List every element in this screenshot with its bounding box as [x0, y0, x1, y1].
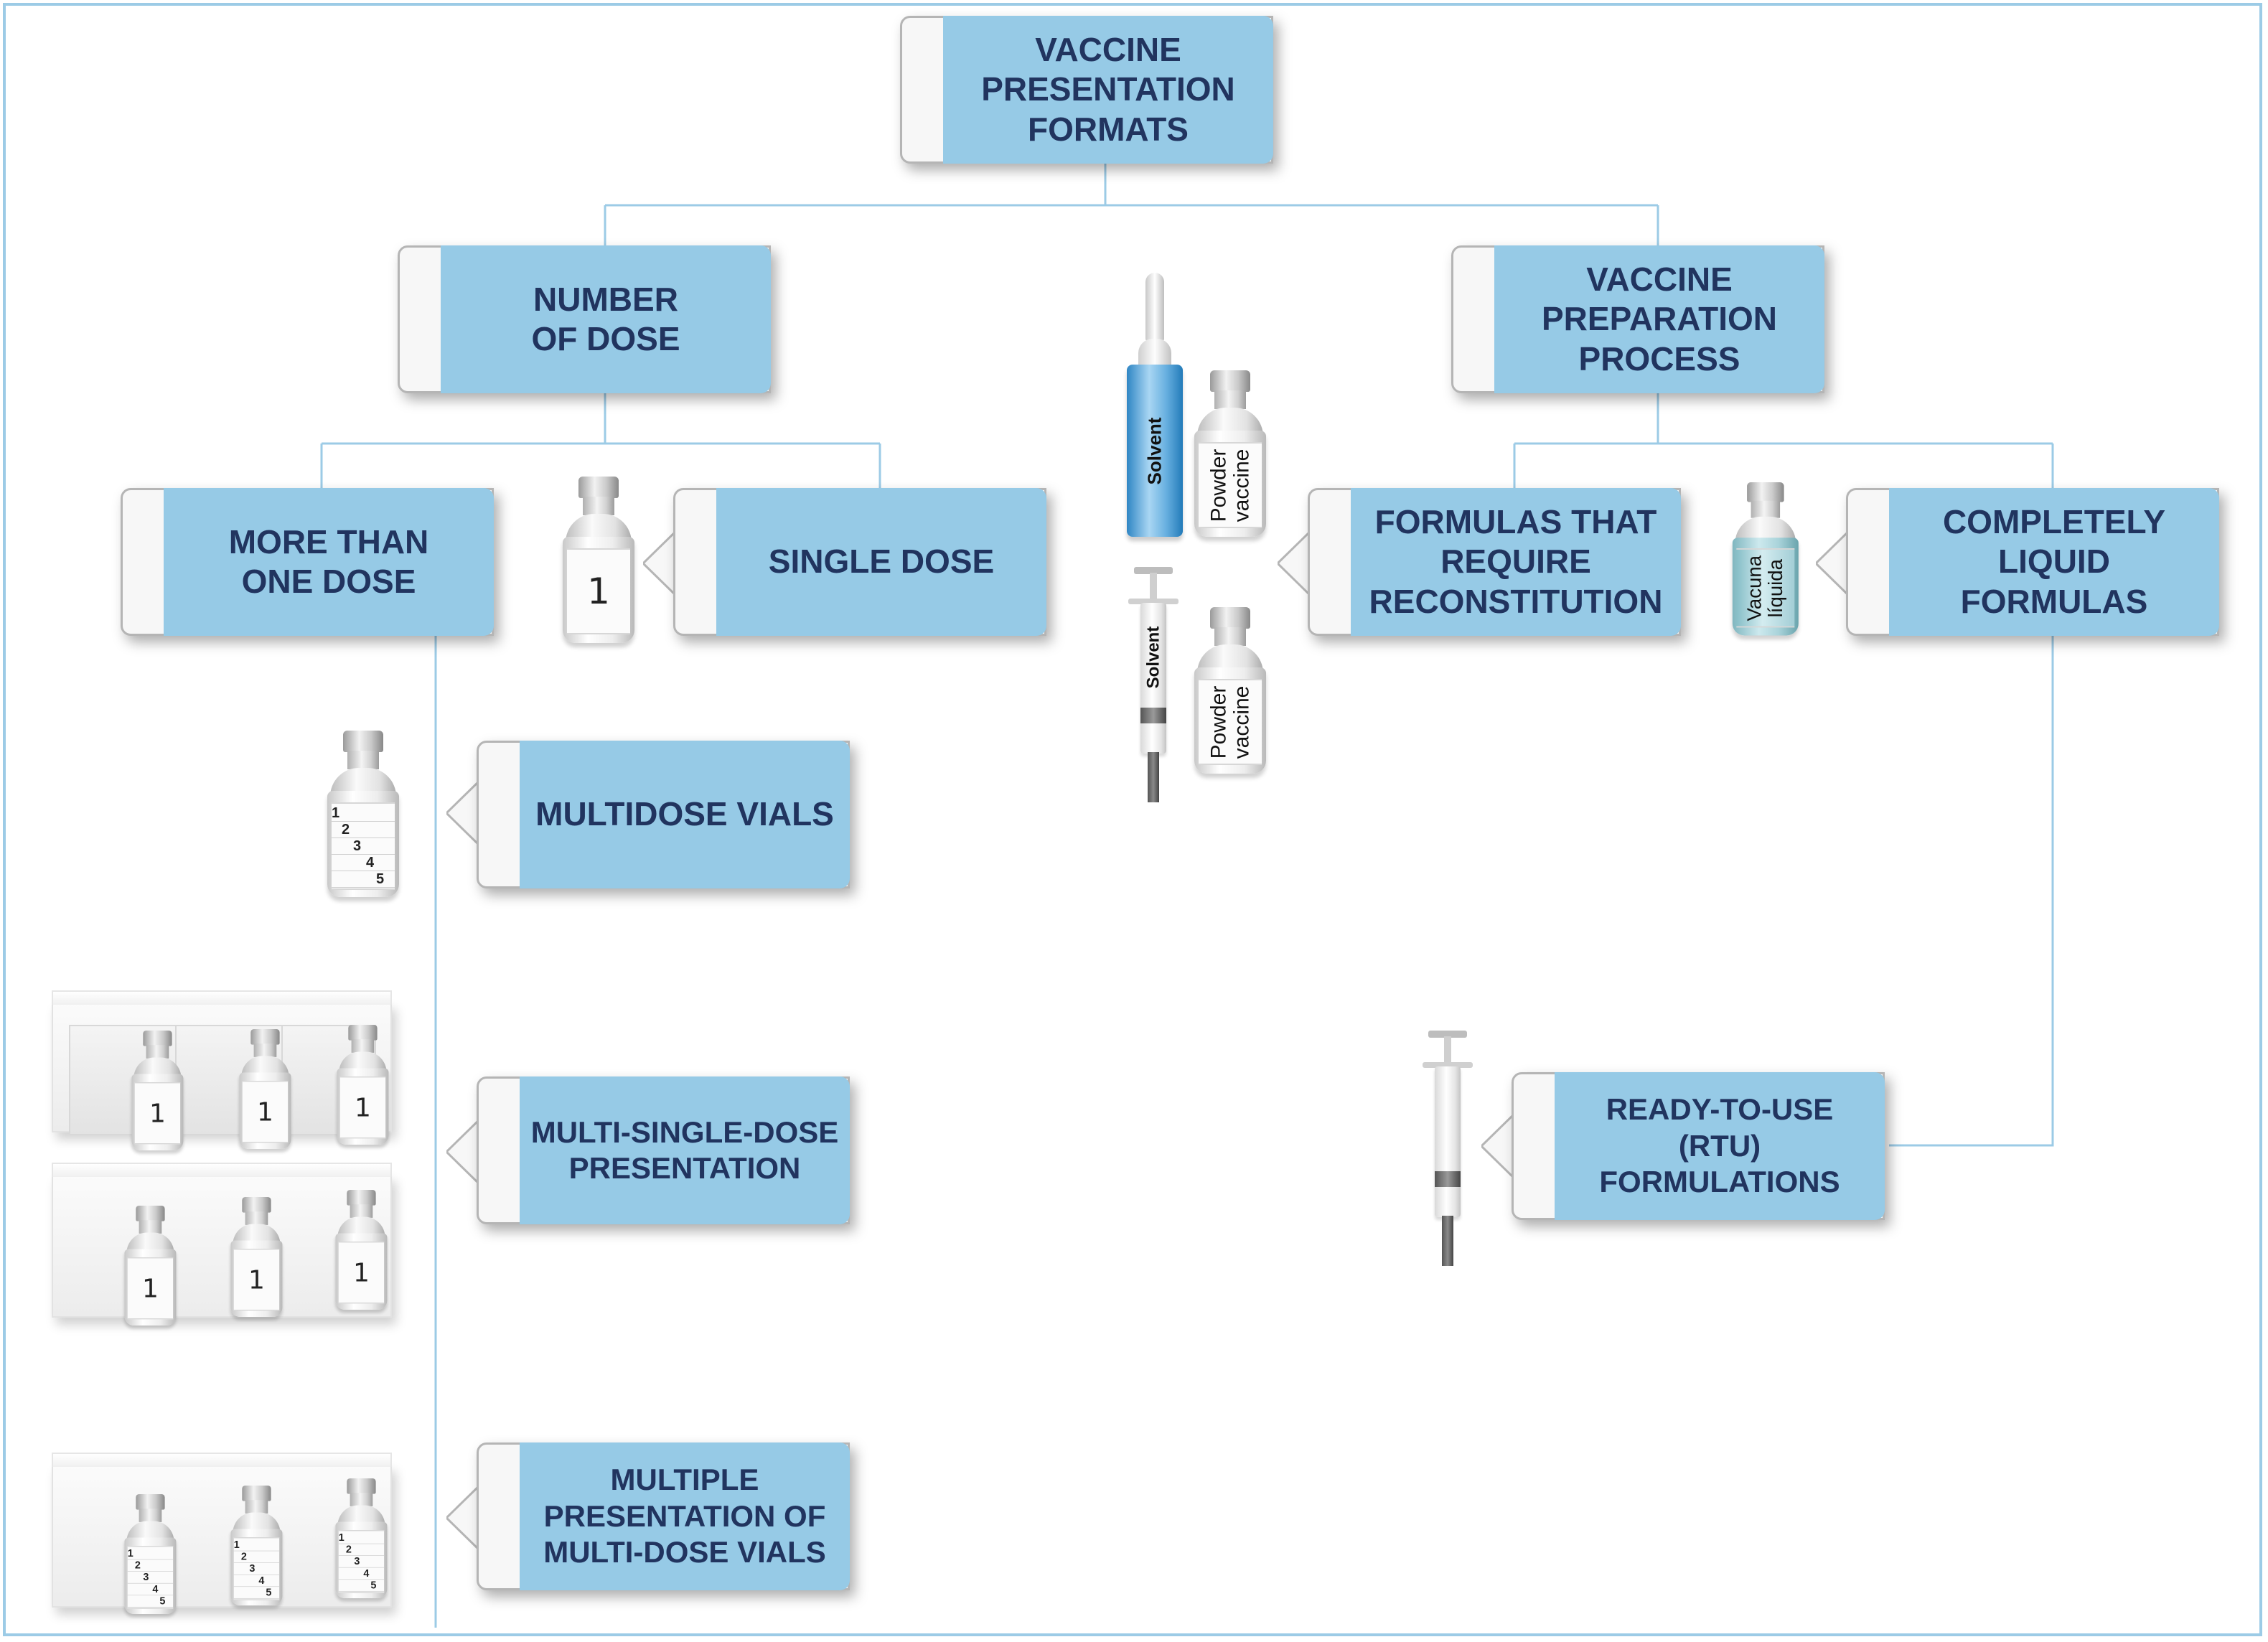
- powder-vaccine-label-1: Powder vaccine: [1206, 449, 1254, 522]
- carton3-c-dose-3: 3: [338, 1556, 385, 1568]
- dose-number-4: 4: [332, 855, 395, 871]
- multiple-multidose-box: MULTIPLE PRESENTATION OF MULTI-DOSE VIAL…: [477, 1442, 850, 1590]
- rtu-box: READY-TO-USE (RTU) FORMULATIONS: [1512, 1072, 1885, 1220]
- carton2-vial-3-number: 1: [338, 1242, 385, 1304]
- dose-number-3: 3: [332, 838, 395, 855]
- root-box: VACCINE PRESENTATION FORMATS: [900, 16, 1273, 164]
- carton3-c-dose-4: 4: [338, 1568, 385, 1580]
- completely-liquid-box: COMPLETELY LIQUID FORMULAS: [1846, 488, 2219, 636]
- multidose-vials-label: MULTIDOSE VIALS: [520, 741, 850, 888]
- reconstitution-box: FORMULAS THAT REQUIRE RECONSTITUTION: [1308, 488, 1681, 636]
- syringe-solvent-label: Solvent: [1143, 626, 1163, 689]
- carton3-b-dose-2: 2: [233, 1551, 280, 1563]
- rtu-label: READY-TO-USE (RTU) FORMULATIONS: [1555, 1072, 1885, 1220]
- single-dose-vial-number: 1: [567, 548, 630, 634]
- root-label: VACCINE PRESENTATION FORMATS: [943, 16, 1273, 164]
- number-of-dose-box: NUMBER OF DOSE: [398, 245, 771, 393]
- preparation-process-label: VACCINE PREPARATION PROCESS: [1494, 245, 1824, 393]
- liquid-vaccine-label: Vacuna líquida: [1743, 555, 1787, 621]
- carton3-b-dose-3: 3: [233, 1563, 280, 1575]
- single-dose-pointer: [643, 531, 676, 596]
- reconstitution-label: FORMULAS THAT REQUIRE RECONSTITUTION: [1351, 488, 1681, 636]
- carton3-a-dose-4: 4: [127, 1584, 174, 1596]
- carton1-vial-3-number: 1: [339, 1076, 386, 1139]
- multi-single-dose-pointer: [446, 1120, 479, 1184]
- multiple-multidose-label: MULTIPLE PRESENTATION OF MULTI-DOSE VIAL…: [520, 1442, 850, 1590]
- powder-vaccine-label-2: Powder vaccine: [1206, 685, 1254, 759]
- carton2-vial-2-number: 1: [233, 1249, 280, 1311]
- multi-single-dose-carton-1-icon: 1 1 1: [52, 990, 392, 1151]
- multi-single-dose-box: MULTI-SINGLE-DOSE PRESENTATION: [477, 1076, 850, 1224]
- rtu-syringe-icon: [1423, 1031, 1473, 1267]
- reconstitution-pointer: [1278, 531, 1311, 596]
- powder-vaccine-vial-icon: Powder vaccine: [1193, 370, 1267, 537]
- carton3-b-dose-5: 5: [233, 1587, 280, 1599]
- connector-liquid-rtu: [1889, 635, 2054, 1147]
- rtu-pointer: [1481, 1114, 1514, 1178]
- multi-single-dose-carton-2-icon: 1 1 1: [52, 1163, 392, 1326]
- dose-number-2: 2: [332, 822, 395, 838]
- more-than-one-dose-label: MORE THAN ONE DOSE: [164, 488, 494, 636]
- solvent-ampoule-icon: Solvent: [1124, 273, 1186, 538]
- carton3-a-dose-5: 5: [127, 1595, 174, 1608]
- multidose-vial-icon: 1 2 3 4 5: [326, 731, 400, 897]
- carton3-c-dose-2: 2: [338, 1544, 385, 1556]
- carton3-c-dose-5: 5: [338, 1580, 385, 1592]
- more-than-one-dose-box: MORE THAN ONE DOSE: [121, 488, 494, 636]
- carton3-a-dose-3: 3: [127, 1572, 174, 1584]
- preparation-process-box: VACCINE PREPARATION PROCESS: [1451, 245, 1824, 393]
- carton3-b-dose-1: 1: [233, 1539, 280, 1552]
- single-dose-vial-icon: 1: [561, 477, 636, 643]
- connector-root: [604, 164, 1659, 245]
- ampoule-solvent-label: Solvent: [1143, 417, 1166, 484]
- carton3-c-dose-1: 1: [338, 1532, 385, 1544]
- multiple-multidose-pointer: [446, 1486, 479, 1550]
- multi-single-dose-label: MULTI-SINGLE-DOSE PRESENTATION: [520, 1076, 850, 1224]
- carton3-a-dose-2: 2: [127, 1559, 174, 1572]
- dose-number-5: 5: [332, 871, 395, 888]
- powder-vaccine-vial-2-icon: Powder vaccine: [1193, 607, 1267, 774]
- carton3-a-dose-1: 1: [127, 1548, 174, 1560]
- carton1-vial-1-number: 1: [134, 1082, 181, 1145]
- completely-liquid-label: COMPLETELY LIQUID FORMULAS: [1889, 488, 2219, 636]
- connector-number-of-dose: [320, 393, 881, 488]
- liquid-vaccine-vial-icon: Vacuna líquida: [1731, 482, 1800, 636]
- liquid-pointer: [1816, 531, 1849, 596]
- carton3-b-dose-4: 4: [233, 1575, 280, 1587]
- single-dose-box: SINGLE DOSE: [673, 488, 1046, 636]
- number-of-dose-label: NUMBER OF DOSE: [441, 245, 771, 393]
- solvent-syringe-icon: Solvent: [1128, 567, 1178, 804]
- connector-preparation: [1513, 393, 2054, 488]
- multidose-vials-box: MULTIDOSE VIALS: [477, 741, 850, 888]
- dose-number-1: 1: [332, 805, 395, 822]
- multidose-vials-pointer: [446, 781, 479, 845]
- carton2-vial-1-number: 1: [127, 1257, 174, 1320]
- carton1-vial-2-number: 1: [242, 1081, 289, 1143]
- diagram-frame: [3, 3, 2262, 1636]
- single-dose-label: SINGLE DOSE: [716, 488, 1046, 636]
